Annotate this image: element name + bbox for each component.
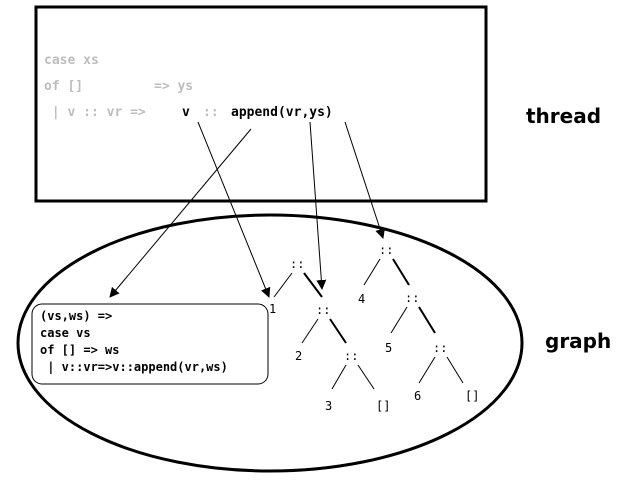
thread-code-cons: :: xyxy=(203,105,219,120)
list1-edge-2a xyxy=(301,318,319,344)
list1-item-3: 3 xyxy=(325,399,332,413)
list1-cons-node-3: :: xyxy=(344,349,358,363)
list2-cons-node-3: :: xyxy=(433,341,447,355)
list2-item-5: 5 xyxy=(385,341,392,355)
list2-cons-node-1: :: xyxy=(379,243,393,257)
list1-tree: :: :: :: 1 2 3 [] xyxy=(269,257,390,413)
thread-box xyxy=(34,5,488,203)
list2-item-4: 4 xyxy=(358,292,365,306)
list2-edge-2b xyxy=(418,306,436,334)
thread-label: thread xyxy=(526,104,601,128)
list1-item-2: 2 xyxy=(295,349,302,363)
list1-cons-node-2: :: xyxy=(316,303,330,317)
closure-box xyxy=(31,303,269,385)
list1-edge-1b xyxy=(303,272,323,298)
list2-cons-node-2: :: xyxy=(405,291,419,305)
thread-code-line2-prefix: of [] xyxy=(44,79,83,94)
list2-edge-1a xyxy=(363,258,381,286)
arrow-vr-to-list1 xyxy=(309,121,327,290)
list2-edge-3b xyxy=(446,356,464,384)
arrow-append-to-closure xyxy=(109,128,252,298)
list2-edge-2a xyxy=(390,306,408,334)
thread-code-line2-suffix: => ys xyxy=(154,79,193,94)
thread-code-head-v: v xyxy=(182,105,190,120)
list2-item-6: 6 xyxy=(414,389,421,403)
graph-ellipse xyxy=(16,213,524,473)
closure-code-line3: of [] => ws xyxy=(40,343,119,357)
arrow-v-to-item-1 xyxy=(197,121,271,298)
list1-cons-node-1: :: xyxy=(290,257,304,271)
graph-label: graph xyxy=(545,329,611,353)
list1-edge-3b xyxy=(357,364,375,390)
list1-nil: [] xyxy=(376,399,390,413)
list2-edge-1b xyxy=(392,258,410,286)
list1-edge-1a xyxy=(273,272,293,298)
thread-code-append-call: append(vr,ys) xyxy=(231,105,333,120)
list2-tree: :: :: :: 4 5 6 [] xyxy=(358,243,479,403)
list1-edge-2b xyxy=(329,318,347,344)
list1-edge-3a xyxy=(331,364,347,390)
list2-nil: [] xyxy=(465,389,479,403)
arrow-ys-to-list2 xyxy=(344,121,385,239)
closure-code-line2: case vs xyxy=(40,326,91,340)
list2-edge-3a xyxy=(418,356,436,384)
closure-code-line1: (vs,ws) => xyxy=(40,309,112,323)
list1-item-1: 1 xyxy=(269,302,276,316)
thread-code-line3-pattern: | v :: vr => xyxy=(44,105,146,120)
thread-code-line1: case xs xyxy=(44,53,99,68)
closure-code-line4: | v::vr=>v::append(vr,ws) xyxy=(40,360,228,374)
